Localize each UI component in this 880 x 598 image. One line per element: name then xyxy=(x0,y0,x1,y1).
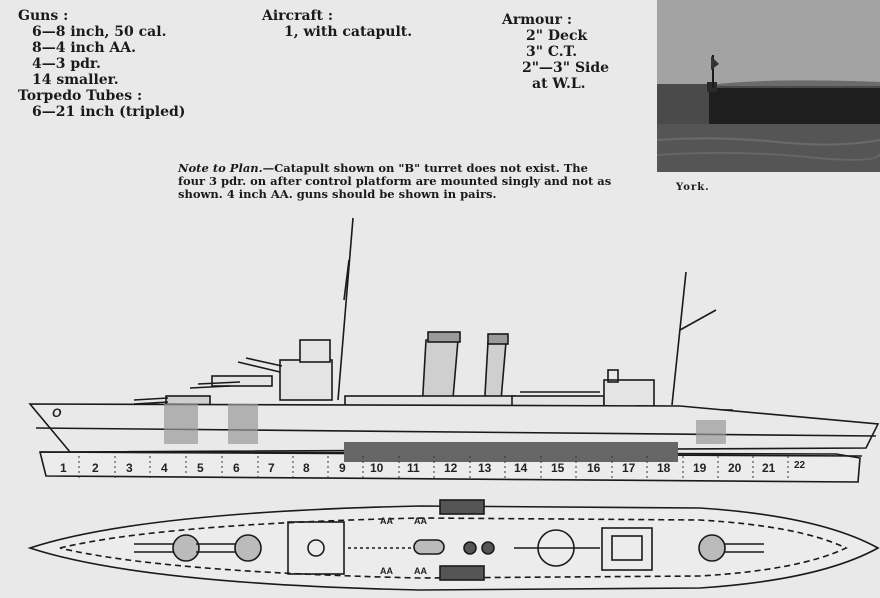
aa-label: AA xyxy=(380,566,393,576)
boats-port xyxy=(439,499,485,515)
deck-outline xyxy=(27,505,880,591)
section-number: 2 xyxy=(92,461,99,475)
section-number: 3 xyxy=(126,461,133,475)
section-number: 12 xyxy=(444,461,458,475)
bow-letter: O xyxy=(52,406,62,420)
section-number: 16 xyxy=(587,461,601,475)
aa-label: AA xyxy=(414,516,427,526)
section-number: 22 xyxy=(794,460,806,471)
torpedo-heading: Torpedo Tubes : xyxy=(18,88,143,104)
main-mast xyxy=(671,271,687,406)
note-text: —Catapult shown on "B" turret does not e… xyxy=(178,161,612,201)
section-number: 6 xyxy=(233,461,240,475)
armour-item: 2" Deck xyxy=(526,28,588,44)
section-number: 19 xyxy=(693,461,707,475)
section-number: 4 xyxy=(161,461,168,475)
guns-specs: Guns : 6—8 inch, 50 cal. 8—4 inch AA. 4—… xyxy=(18,8,185,120)
note-label: Note to Plan. xyxy=(178,161,263,175)
guns-item: 8—4 inch AA. xyxy=(32,40,137,56)
ship-photo xyxy=(657,0,880,172)
guns-item: 6—8 inch, 50 cal. xyxy=(32,24,167,40)
section-number: 18 xyxy=(657,461,671,475)
note-to-plan: Note to Plan.—Catapult shown on "B" turr… xyxy=(178,162,618,201)
armour-heading: Armour : xyxy=(502,12,572,28)
section-number: 8 xyxy=(303,461,310,475)
section-number: 1 xyxy=(60,461,67,475)
aircraft-heading: Aircraft : xyxy=(262,8,334,24)
section-number: 20 xyxy=(728,461,742,475)
ship-profile-drawing: O 1 2 3 4 5 6 7 8 9 10 11 12 13 14 15 16… xyxy=(28,217,880,483)
aa-label: AA xyxy=(414,566,427,576)
guns-item: 14 smaller. xyxy=(32,72,119,88)
torpedo-item: 6—21 inch (tripled) xyxy=(32,104,186,120)
b-turret xyxy=(234,534,262,562)
ship-deck-plan: AA AA AA AA xyxy=(27,499,880,591)
armour-item: at W.L. xyxy=(532,76,586,92)
armour-item: 2"—3" Side xyxy=(522,60,610,76)
section-number: 7 xyxy=(268,461,275,475)
armour-item: 3" C.T. xyxy=(526,44,578,60)
guns-heading: Guns : xyxy=(18,8,69,24)
aircraft-specs: Aircraft : 1, with catapult. xyxy=(262,8,412,40)
section-number: 9 xyxy=(339,461,346,475)
armour-specs: Armour : 2" Deck 3" C.T. 2"—3" Side at W… xyxy=(502,12,609,92)
section-number: 10 xyxy=(370,461,384,475)
section-number: 17 xyxy=(622,461,636,475)
photo-caption: York. xyxy=(676,182,710,193)
section-number: 11 xyxy=(407,461,420,475)
section-number: 15 xyxy=(551,461,565,475)
armour-belt xyxy=(344,442,678,462)
aa-label: AA xyxy=(380,516,393,526)
boats-starboard xyxy=(439,565,485,581)
guns-item: 4—3 pdr. xyxy=(32,56,101,72)
section-number: 14 xyxy=(514,461,528,475)
section-number: 5 xyxy=(197,461,204,475)
fore-mast xyxy=(337,217,354,401)
a-turret xyxy=(172,534,200,562)
ship-photo-image xyxy=(657,0,880,172)
aircraft-item: 1, with catapult. xyxy=(284,24,413,40)
section-number: 21 xyxy=(762,461,776,475)
y-turret xyxy=(698,534,726,562)
section-number: 13 xyxy=(478,461,492,475)
